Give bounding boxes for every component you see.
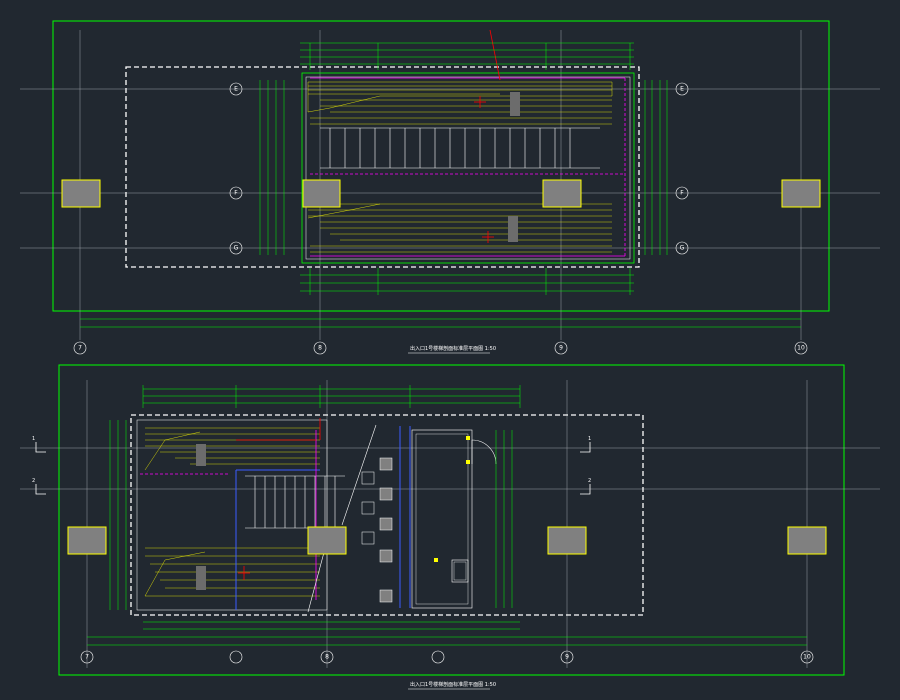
plan-top: E F G E F G 7 8 9 10 出入口1号楼梯剖面标准层平面图 1:5… [20, 20, 880, 355]
column [781, 179, 821, 208]
grid-label-col-8-bottom: 8 [325, 654, 329, 661]
grid-label-col-7-bottom: 7 [85, 654, 89, 661]
plan-bottom-columns [67, 526, 827, 555]
column [61, 179, 101, 208]
plan-top-axis-lines [20, 30, 880, 340]
grid-label-row-g-right: G [680, 245, 685, 252]
column [67, 526, 107, 555]
plan-top-title: 出入口1号楼梯剖面标准层平面图 1:50 [410, 345, 496, 352]
plan-top-grid-bubbles [73, 82, 808, 355]
plan-top-stair-treads [320, 127, 600, 169]
plan-bottom-title: 出入口1号楼梯剖面标准层平面图 1:50 [410, 681, 496, 688]
plan-bottom-dimensions [87, 385, 807, 646]
column [302, 179, 341, 208]
plan-bottom-room [411, 429, 497, 609]
plan-bottom-stair-area [136, 418, 411, 611]
grid-label-col-10-bottom: 10 [803, 654, 811, 661]
grid-label-col-7: 7 [78, 345, 82, 352]
plan-bottom-frame [58, 364, 845, 676]
grid-label-row-f: F [234, 190, 238, 197]
plan-top-dimensions [80, 42, 801, 328]
plan-bottom-axis-lines [20, 380, 880, 668]
grid-label-row-f-right: F [680, 190, 684, 197]
grid-label-row-e: E [234, 86, 238, 93]
plan-top-stair-box [301, 72, 635, 264]
section-mark-2-left: 2 [32, 478, 35, 484]
plan-top-magenta-lines [310, 77, 626, 257]
plan-bottom: 1 2 1 2 7 8 9 10 出入口1号楼梯剖面标准层平面图 1:50 [20, 364, 880, 690]
plan-bottom-blocks [361, 457, 393, 603]
column [307, 526, 347, 555]
section-mark-2-right: 2 [588, 478, 591, 484]
grid-label-row-e-right: E [680, 86, 684, 93]
plan-top-stair-flight-1 [307, 81, 613, 125]
plan-bottom-dashed-boundary [130, 414, 644, 616]
column [787, 526, 827, 555]
plan-top-frame [52, 20, 830, 312]
plan-bottom-grid-bubbles [80, 650, 814, 664]
section-mark-1-left: 1 [32, 436, 35, 442]
section-mark-1-right: 1 [588, 436, 591, 442]
column [542, 179, 582, 208]
plan-top-columns [61, 179, 821, 208]
grid-label-col-9: 9 [559, 345, 563, 352]
plan-top-stair-flight-2 [307, 203, 612, 253]
grid-label-col-10: 10 [797, 345, 805, 352]
plan-top-red-markers [474, 29, 501, 243]
plan-top-dashed-boundary [125, 66, 640, 268]
grid-label-col-8: 8 [318, 345, 322, 352]
grid-label-row-g: G [234, 245, 239, 252]
grid-label-col-9-bottom: 9 [565, 654, 569, 661]
column [547, 526, 587, 555]
plan-bottom-section-marks [35, 442, 591, 495]
